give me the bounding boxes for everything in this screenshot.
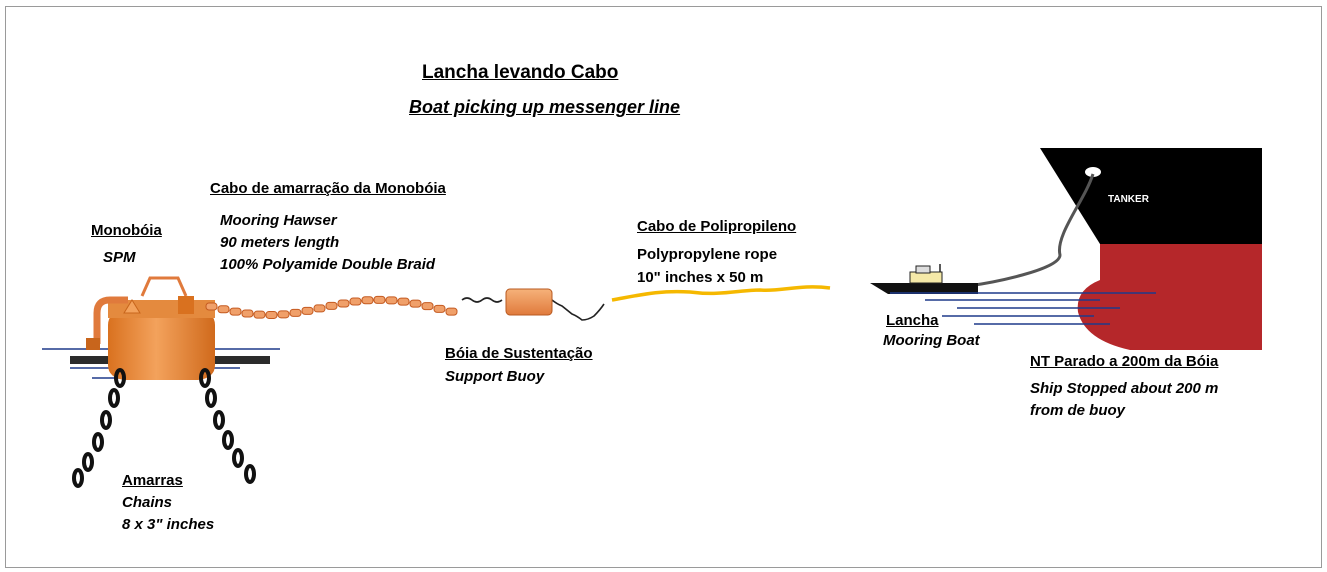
chains-line: Chains: [122, 494, 173, 511]
hawse-pipe: [1085, 167, 1101, 177]
hawser-link: [277, 310, 290, 319]
polypropylene-rope: [611, 285, 831, 302]
chain-link: [213, 410, 225, 430]
diagram-title: Lancha levando Cabo: [422, 62, 619, 83]
hawser-link: [373, 295, 386, 304]
hawser-link: [241, 309, 254, 318]
spm-frame: [140, 276, 188, 297]
ship-line: Ship Stopped about 200 m: [1030, 380, 1219, 397]
hawser-link: [349, 297, 362, 306]
ship-red-hull: [1077, 244, 1262, 350]
spm-vent: [123, 299, 141, 314]
connector-chain: [461, 297, 605, 321]
hawser-line: Mooring Hawser: [220, 212, 337, 229]
hawser-link: [421, 302, 434, 311]
hawser-description: Mooring Hawser 90 meters length 100% Pol…: [220, 210, 435, 276]
boat-hull: [870, 283, 978, 294]
chain-link: [82, 452, 94, 472]
hawser-link: [313, 304, 326, 313]
chains-heading: Amarras: [122, 472, 183, 489]
buoy-heading: Bóia de Sustentação: [445, 345, 593, 362]
hawser-link: [433, 304, 446, 313]
ship-line: from de buoy: [1030, 402, 1126, 419]
chain-link: [72, 468, 84, 488]
chain-link: [100, 410, 112, 430]
hawser-link: [301, 306, 314, 315]
hawser-link: [409, 299, 422, 308]
chains-line: 8 x 3" inches: [122, 516, 215, 533]
ship-black-hull: [1040, 148, 1262, 244]
rope-line: Polypropylene rope: [637, 246, 778, 263]
hawser-link: [289, 308, 302, 317]
hawser-link: [253, 310, 266, 319]
support-buoy: [505, 288, 553, 316]
chain-link: [551, 299, 605, 321]
hawser-link: [205, 302, 218, 311]
tanker-ship: TANKER: [1040, 148, 1262, 350]
chain-link: [205, 388, 217, 408]
hawser-link: [397, 297, 410, 306]
boat-wheelhouse: [915, 265, 931, 274]
chain-link: [108, 388, 120, 408]
spm-buoy: [70, 276, 270, 380]
spm-hull: [108, 310, 215, 380]
spm-hose-flange: [86, 338, 100, 350]
chain-link: [461, 297, 503, 303]
chain-link: [114, 368, 126, 388]
ship-description: Ship Stopped about 200 m from de buoy: [1030, 378, 1218, 422]
chain-link: [92, 432, 104, 452]
ship-heading: NT Parado a 200m da Bóia: [1030, 353, 1219, 370]
chain-link: [244, 464, 256, 484]
buoy-subtitle: Support Buoy: [445, 368, 545, 385]
chain-link: [222, 430, 234, 450]
spm-turret: [178, 296, 194, 314]
diagram-subtitle: Boat picking up messenger line: [409, 97, 681, 117]
chains-description: Chains 8 x 3" inches: [122, 492, 214, 536]
boat-cabin: [909, 271, 943, 284]
hawser-link: [385, 296, 398, 305]
spm-hose-pipe: [93, 296, 128, 344]
rope-heading: Cabo de Polipropileno: [637, 218, 797, 235]
spm-heading: Monobóia: [91, 222, 162, 239]
mooring-hawser: [205, 295, 458, 319]
chain-link: [199, 368, 211, 388]
hawser-link: [337, 299, 350, 308]
hawser-link: [265, 310, 278, 319]
hawser-link: [229, 307, 242, 316]
boat-heading: Lancha: [886, 312, 939, 329]
mooring-boat: [870, 264, 978, 294]
tanker-name-label: TANKER: [1108, 194, 1150, 205]
hawser-heading: Cabo de amarração da Monobóia: [210, 180, 446, 197]
ship-railing: [1100, 159, 1262, 170]
hawser-link: [361, 296, 374, 305]
chain-link: [232, 448, 244, 468]
hawser-link: [217, 305, 230, 314]
rope-description: Polypropylene rope 10" inches x 50 m: [637, 243, 777, 289]
boat-subtitle: Mooring Boat: [883, 332, 980, 349]
hawser-link: [325, 301, 338, 310]
hawser-line: 90 meters length: [220, 234, 340, 251]
hawser-link: [445, 307, 458, 316]
mooring-chains: [72, 368, 256, 488]
hawser-line: 100% Polyamide Double Braid: [220, 256, 436, 273]
spm-subtitle: SPM: [103, 249, 136, 266]
diagram-frame: [5, 6, 1322, 568]
water-lines-right: [890, 292, 1156, 325]
rope-line: 10" inches x 50 m: [637, 269, 764, 286]
messenger-line: [967, 173, 1095, 288]
